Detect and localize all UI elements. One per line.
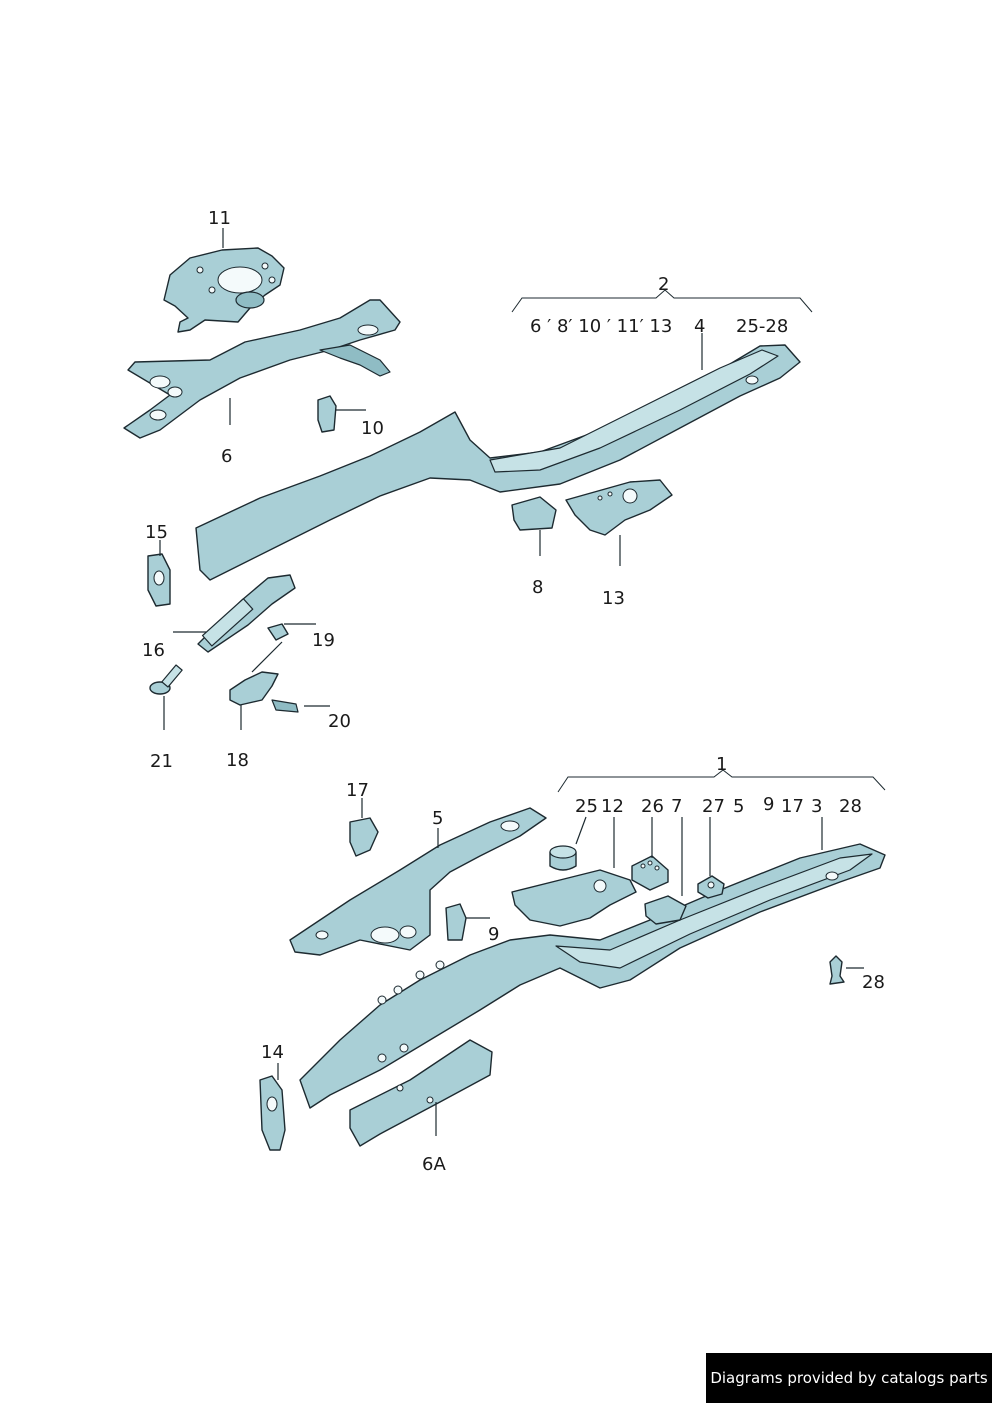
label-10: 10 [361, 418, 384, 439]
part-14-plate [259, 1075, 286, 1151]
part-8-bracket [511, 496, 557, 531]
label-1-sub-27: 27 [702, 796, 725, 817]
label-9: 9 [488, 924, 499, 945]
part-5-member [289, 807, 547, 956]
label-16: 16 [142, 640, 165, 661]
brace-group-1 [557, 769, 886, 793]
label-1-sub-12: 12 [601, 796, 624, 817]
label-1-sub-9: 9 [763, 794, 774, 815]
label-21: 21 [150, 751, 173, 772]
label-17: 17 [346, 780, 369, 801]
label-5: 5 [432, 808, 443, 829]
leader-lines [159, 228, 864, 1136]
label-1-sub-3: 3 [811, 796, 822, 817]
part-15-plate [147, 553, 171, 607]
part-17-bracket [349, 817, 379, 857]
part-19-bolt [267, 623, 289, 641]
part-9-bracket [445, 903, 467, 941]
part-25-bushing [549, 845, 577, 871]
part-7-bracket [644, 895, 687, 925]
part-16-strut [197, 574, 296, 653]
part-11-wheel-housing [163, 247, 285, 333]
label-1-sub-17: 17 [781, 796, 804, 817]
part-12-support [511, 869, 637, 927]
footer-credit: Diagrams provided by catalogs parts [706, 1353, 992, 1403]
part-18-bracket [229, 671, 279, 706]
label-15: 15 [145, 522, 168, 543]
label-1-sub-25: 25 [575, 796, 598, 817]
label-1-sub-5: 5 [733, 796, 744, 817]
label-6: 6 [221, 446, 232, 467]
part-21-eyebolt [149, 664, 183, 695]
label-1-sub-7: 7 [671, 796, 682, 817]
part-20-screw [271, 699, 299, 713]
part-13-support [565, 479, 673, 536]
label-1: 1 [716, 754, 727, 775]
label-2-sub-4: 4 [694, 316, 705, 337]
label-19: 19 [312, 630, 335, 651]
part-6a-rail [349, 1039, 493, 1147]
part-10-bracket [317, 395, 337, 433]
part-26-block [631, 855, 669, 891]
label-11: 11 [208, 208, 231, 229]
label-28: 28 [862, 972, 885, 993]
brace-group-2 [511, 289, 813, 313]
label-14: 14 [261, 1042, 284, 1063]
label-2-sub-range: 25-28 [736, 316, 788, 337]
label-8: 8 [532, 577, 543, 598]
label-20: 20 [328, 711, 351, 732]
label-6a: 6A [422, 1154, 446, 1175]
part-4-long-member [195, 344, 801, 581]
part-6-longitudinal-member [123, 299, 401, 439]
part-28-clip [829, 955, 845, 985]
label-2: 2 [658, 274, 669, 295]
label-18: 18 [226, 750, 249, 771]
part-27-nut [697, 875, 725, 899]
part-3-main-member [299, 843, 886, 1109]
label-1-sub-28: 28 [839, 796, 862, 817]
label-13: 13 [602, 588, 625, 609]
label-2-subparts: 6 ′ 8′ 10 ′ 11′ 13 [530, 316, 672, 337]
label-1-sub-26: 26 [641, 796, 664, 817]
